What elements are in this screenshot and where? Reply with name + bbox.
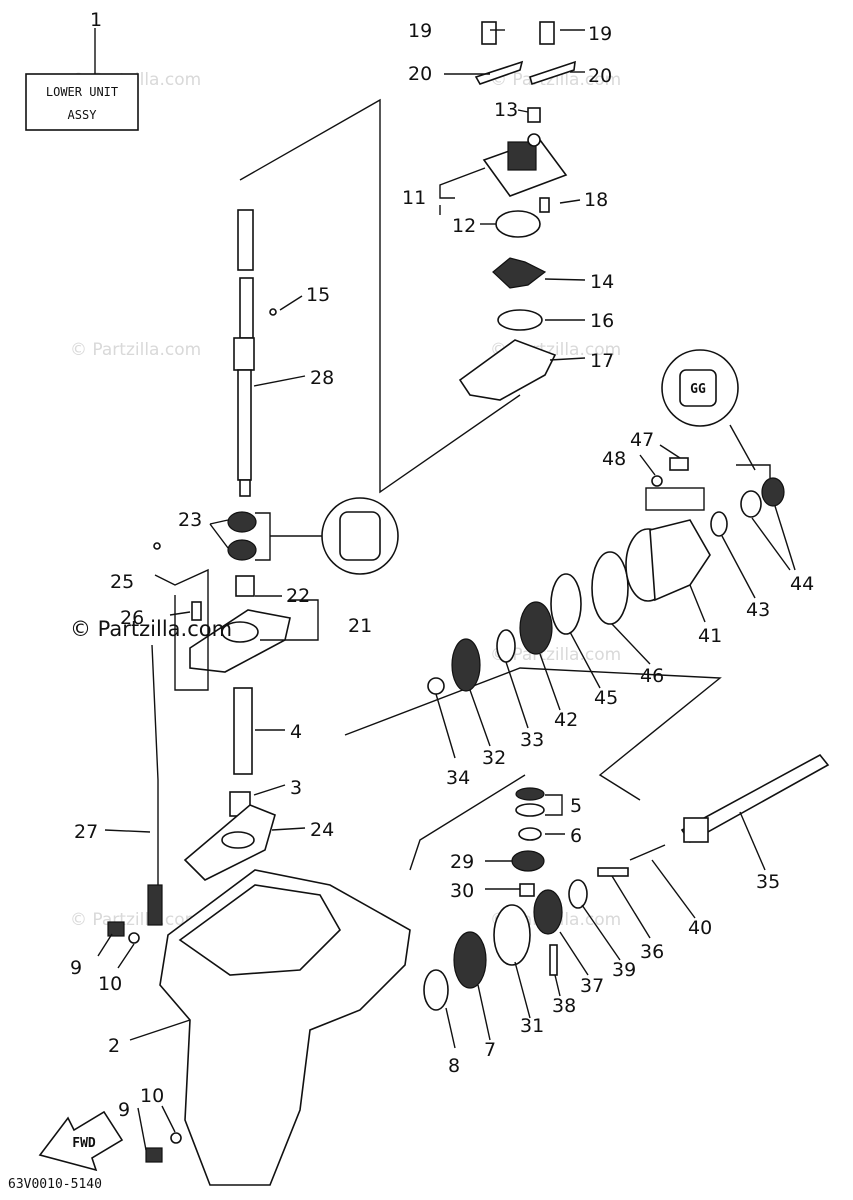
callout-40: 40 <box>688 917 712 939</box>
callout-15: 15 <box>306 284 330 306</box>
callout-46: 46 <box>640 665 664 687</box>
callout-17: 17 <box>590 350 614 372</box>
grease-label: GG <box>690 382 706 397</box>
callout-25: 25 <box>110 571 134 593</box>
watermark: © Partzilla.com <box>70 910 201 930</box>
assembly-line-1: LOWER UNIT <box>46 85 118 99</box>
drive-shaft <box>233 209 277 497</box>
callout-38: 38 <box>552 995 576 1017</box>
assembly-label-box: LOWER UNIT ASSY <box>25 28 139 131</box>
shaft-housing <box>153 542 291 673</box>
callout-41: 41 <box>698 625 722 647</box>
callout-10-upper: 10 <box>98 973 122 995</box>
callout-28: 28 <box>310 367 334 389</box>
shift-rod <box>147 644 163 926</box>
callout-37: 37 <box>580 975 604 997</box>
callout-22: 22 <box>286 585 310 607</box>
watermark: © Partzilla.com <box>490 70 621 90</box>
callout-39: 39 <box>612 959 636 981</box>
callout-13: 13 <box>494 99 518 121</box>
callout-19-left: 19 <box>408 20 432 42</box>
catalog-code: 63V0010-5140 <box>8 1177 102 1192</box>
callout-16: 16 <box>590 310 614 332</box>
watermark: © Partzilla.com <box>490 645 621 665</box>
drain-screws <box>107 921 182 1163</box>
callout-43: 43 <box>746 599 770 621</box>
callout-47: 47 <box>630 429 654 451</box>
propeller-shaft <box>344 667 830 844</box>
callout-12: 12 <box>452 215 476 237</box>
callout-36: 36 <box>640 941 664 963</box>
prop-shaft-parts <box>409 774 666 1011</box>
callout-1: 1 <box>90 9 102 31</box>
callout-33: 33 <box>520 729 544 751</box>
callout-6: 6 <box>570 825 582 847</box>
reverse-gear-parts: GG <box>427 349 785 695</box>
callout-7: 7 <box>484 1039 496 1061</box>
water-pump-assembly <box>458 21 576 401</box>
callout-21: 21 <box>348 615 372 637</box>
callout-2: 2 <box>108 1035 120 1057</box>
callout-14: 14 <box>590 271 614 293</box>
fwd-label: FWD <box>72 1136 96 1151</box>
callout-11: 11 <box>402 187 426 209</box>
water-tube <box>183 687 276 881</box>
callout-10-lower: 10 <box>140 1085 164 1107</box>
callout-45: 45 <box>594 687 618 709</box>
callout-8: 8 <box>448 1055 460 1077</box>
callout-labels: 1 19 19 20 20 13 11 12 18 14 16 17 15 28… <box>70 9 814 1121</box>
watermark-strong: © Partzilla.com <box>70 617 232 641</box>
callout-18: 18 <box>584 189 608 211</box>
callout-29: 29 <box>450 851 474 873</box>
fwd-arrow-icon: FWD <box>38 1110 124 1172</box>
callout-42: 42 <box>554 709 578 731</box>
upper-bearings <box>227 497 399 575</box>
callout-35: 35 <box>756 871 780 893</box>
watermark: © Partzilla.com <box>70 340 201 360</box>
pinion-gear-stack <box>511 787 545 897</box>
callout-5: 5 <box>570 795 582 817</box>
callout-44: 44 <box>790 573 814 595</box>
callout-20-left: 20 <box>408 63 432 85</box>
callout-26: 26 <box>120 607 144 629</box>
callout-32: 32 <box>482 747 506 769</box>
callout-23: 23 <box>178 509 202 531</box>
callout-19-right: 19 <box>588 23 612 45</box>
callout-4: 4 <box>290 721 302 743</box>
callout-9-upper: 9 <box>70 957 82 979</box>
callout-34: 34 <box>446 767 470 789</box>
callout-20-right: 20 <box>588 65 612 87</box>
callout-30: 30 <box>450 880 474 902</box>
callout-31: 31 <box>520 1015 544 1037</box>
callout-3: 3 <box>290 777 302 799</box>
leader-lines <box>97 29 796 1151</box>
lower-unit-casing <box>159 869 411 1186</box>
callout-27: 27 <box>74 821 98 843</box>
callout-24: 24 <box>310 819 334 841</box>
assembly-line-2: ASSY <box>68 108 98 122</box>
callout-9-lower: 9 <box>118 1099 130 1121</box>
callout-48: 48 <box>602 448 626 470</box>
